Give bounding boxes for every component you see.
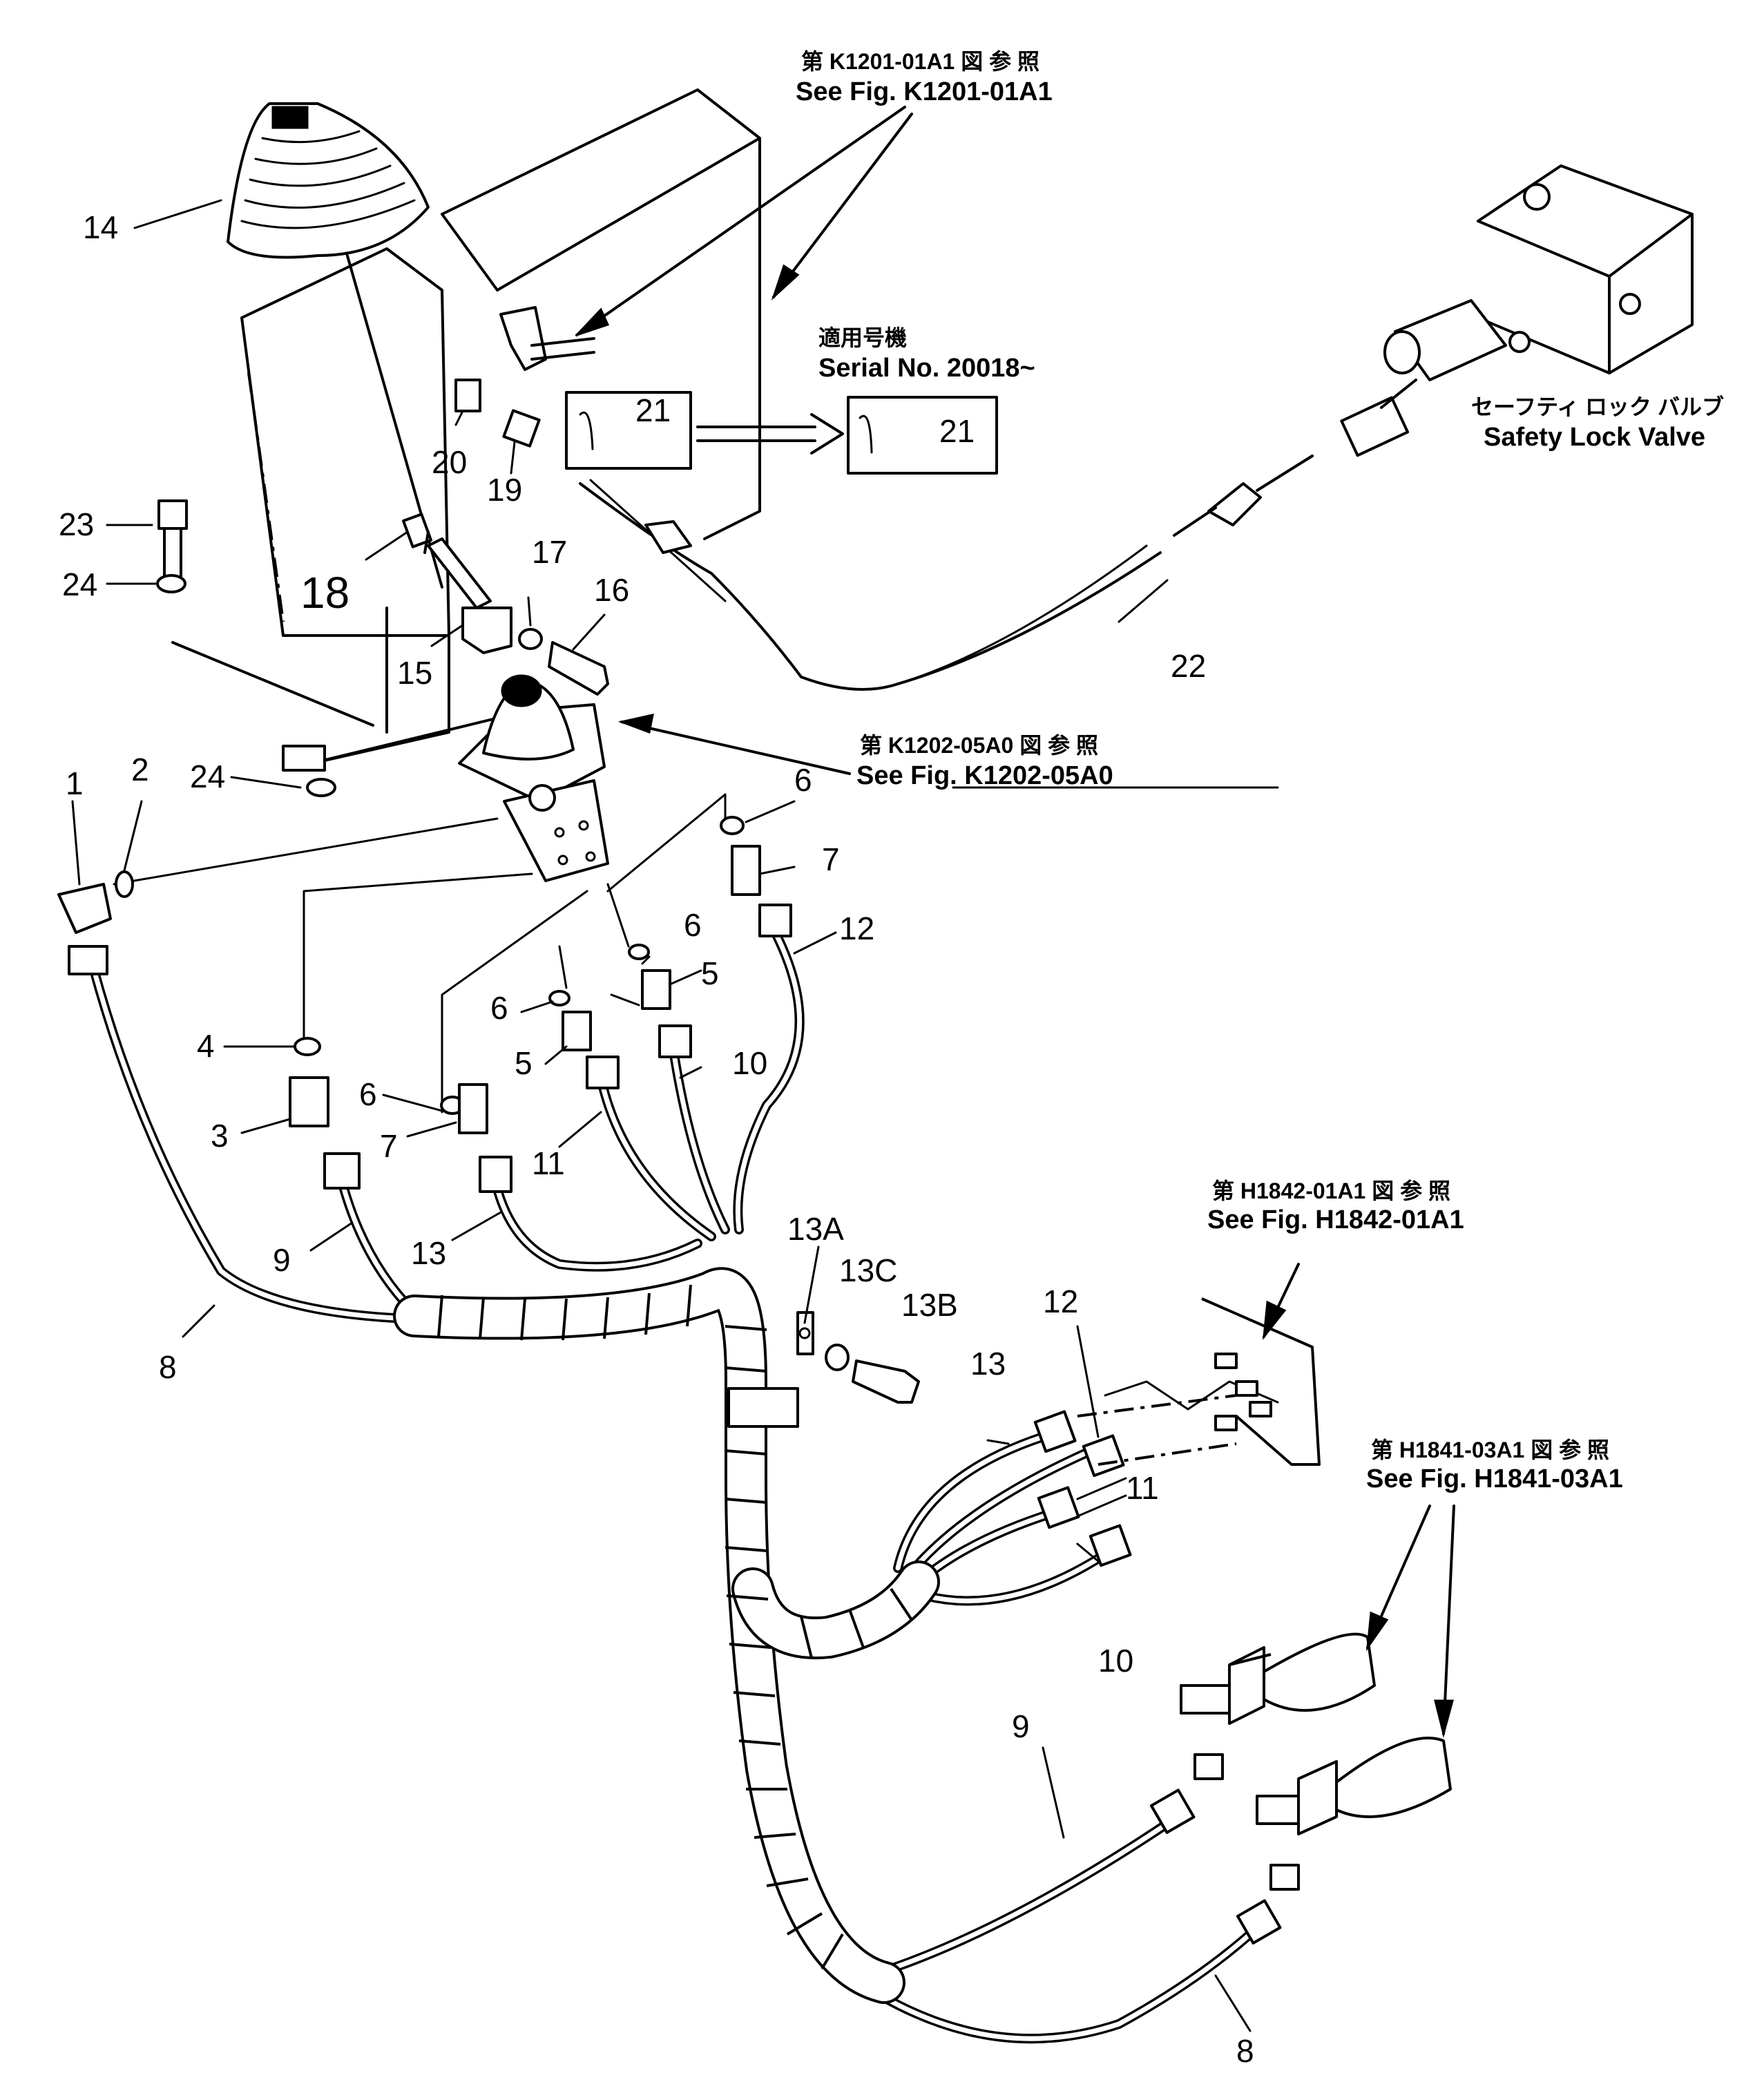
label-22: 22 (1171, 648, 1206, 684)
ref-h1842-en: See Fig. H1842-01A1 (1207, 1205, 1464, 1234)
label-11-top: 11 (532, 1145, 565, 1181)
ref-k1201-jp: 第 K1201-01A1 図 参 照 (801, 49, 1039, 74)
label-12-top: 12 (839, 910, 874, 946)
label-8-bottom: 8 (1236, 2033, 1254, 2069)
bracket-parts (454, 306, 998, 475)
safety-lock-valve (1380, 164, 1694, 409)
label-19: 19 (487, 472, 522, 508)
boot-14 (227, 102, 430, 259)
label-8-top: 8 (159, 1349, 177, 1385)
fittings-bottom (1033, 1410, 1282, 1945)
label-1: 1 (66, 765, 84, 801)
safety-valve-en: Safety Lock Valve (1484, 423, 1705, 452)
label-4: 4 (197, 1028, 215, 1064)
label-5-left: 5 (515, 1045, 533, 1081)
lever-assembly (402, 513, 512, 654)
label-13-bottom: 13 (970, 1346, 1006, 1382)
label-9-bottom: 9 (1012, 1708, 1030, 1744)
label-21-right: 21 (939, 413, 975, 449)
ref-k1202-en: See Fig. K1202-05A0 (856, 761, 1113, 790)
label-17: 17 (532, 534, 567, 570)
label-6-top: 6 (794, 762, 812, 798)
cable-22 (579, 396, 1410, 691)
bolt-13B (825, 1344, 920, 1404)
label-16: 16 (594, 572, 629, 608)
pilot-valve (458, 674, 609, 882)
connection-lines (113, 793, 727, 1114)
label-23: 23 (59, 506, 94, 542)
bolts-and-washers (156, 499, 609, 797)
safety-valve-jp: セーフティ ロック バルブ (1471, 394, 1724, 419)
ref-k1202-jp: 第 K1202-05A0 図 参 照 (860, 733, 1098, 758)
label-13A: 13A (787, 1211, 844, 1247)
label-7-left: 7 (380, 1128, 398, 1164)
label-24-bottom: 24 (190, 758, 225, 794)
label-13C: 13C (839, 1252, 897, 1288)
label-7-right: 7 (822, 841, 840, 877)
label-10-top: 10 (732, 1045, 767, 1081)
label-10-bottom: 10 (1098, 1643, 1133, 1679)
label-12-bottom: 12 (1043, 1283, 1078, 1319)
leader-lines (71, 106, 1455, 2032)
label-21-left: 21 (635, 392, 671, 428)
label-2: 2 (131, 752, 149, 787)
ref-h1841-jp: 第 H1841-03A1 図 参 照 (1371, 1438, 1609, 1462)
label-6-low: 6 (359, 1076, 377, 1112)
serial-en: Serial No. 20018~ (818, 354, 1035, 383)
ref-k1201-en: See Fig. K1201-01A1 (796, 77, 1053, 106)
label-9-top: 9 (273, 1242, 291, 1278)
part-labels: 14 23 24 18 15 20 19 21 21 17 16 22 1 2 … (59, 209, 1254, 2069)
label-6-left: 6 (490, 990, 508, 1026)
label-15: 15 (397, 655, 432, 691)
label-3: 3 (211, 1118, 229, 1154)
reference-notes: 第 K1201-01A1 図 参 照 See Fig. K1201-01A1 適… (796, 49, 1724, 1493)
label-5-right: 5 (701, 955, 719, 991)
label-20: 20 (432, 444, 467, 480)
label-11-bottom: 11 (1126, 1470, 1159, 1506)
mounting-plate (1077, 1297, 1321, 1466)
label-6-mid: 6 (684, 907, 702, 943)
ref-h1841-en: See Fig. H1841-03A1 (1366, 1464, 1623, 1493)
serial-jp: 適用号機 (818, 325, 907, 350)
fittings-top (57, 816, 792, 1193)
label-14: 14 (83, 209, 118, 245)
ref-h1842-jp: 第 H1842-01A1 図 参 照 (1212, 1178, 1450, 1203)
hoses (88, 924, 1255, 2044)
label-24-top: 24 (62, 566, 97, 602)
spiral-wrap-bundle (393, 1267, 940, 2004)
valve-blocks (1180, 1632, 1452, 1891)
label-13B: 13B (901, 1287, 958, 1323)
label-18: 18 (300, 568, 349, 618)
label-13-top: 13 (411, 1235, 446, 1271)
